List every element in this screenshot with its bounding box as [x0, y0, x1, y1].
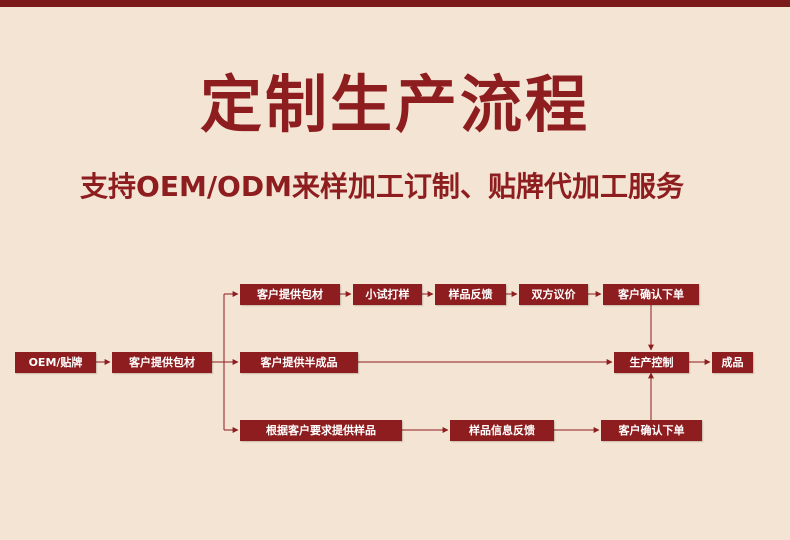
node-confirm-order-bottom: 客户确认下单 — [601, 420, 702, 441]
node-customer-materials-top: 客户提供包材 — [240, 284, 340, 305]
node-sample-feedback: 样品反馈 — [435, 284, 506, 305]
node-customer-materials-main: 客户提供包材 — [112, 352, 212, 373]
node-finished-product: 成品 — [712, 352, 753, 373]
node-semi-finished: 客户提供半成品 — [240, 352, 358, 373]
node-negotiation: 双方议价 — [519, 284, 588, 305]
node-confirm-order-top: 客户确认下单 — [603, 284, 699, 305]
page-title: 定制生产流程 — [199, 68, 590, 141]
top-bar — [0, 0, 790, 7]
node-sample-info-feedback: 样品信息反馈 — [450, 420, 554, 441]
node-oem: OEM/贴牌 — [15, 352, 96, 373]
node-make-samples: 根据客户要求提供样品 — [240, 420, 402, 441]
node-trial-sample: 小试打样 — [353, 284, 422, 305]
page-subtitle: 支持OEM/ODM来样加工订制、贴牌代加工服务 — [80, 170, 684, 203]
node-production-control: 生产控制 — [614, 352, 689, 373]
